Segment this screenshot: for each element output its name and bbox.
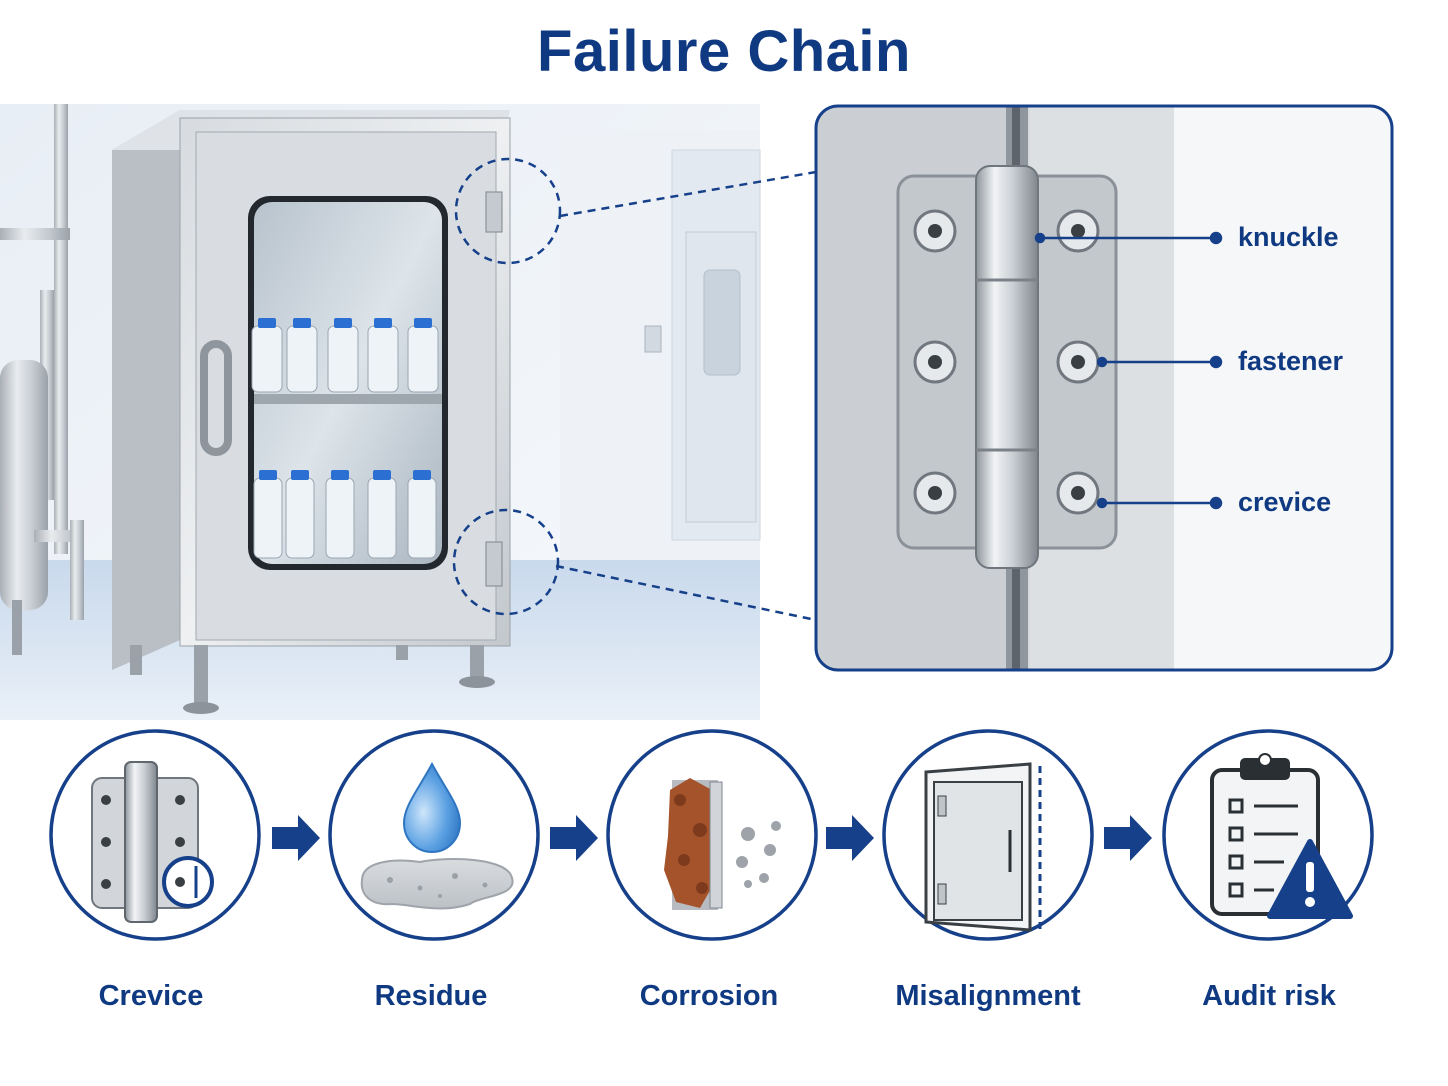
arrow-right-icon [1104,815,1152,861]
step-label-corrosion: Corrosion [639,980,779,1012]
step-label-misalignment: Misalignment [895,980,1081,1012]
vial-row-lower [253,470,437,559]
misaligned-door-icon [924,762,1042,932]
callout-knuckle: knuckle [1238,222,1339,252]
hinge-crevice-icon [91,761,214,923]
callout-crevice: crevice [1238,487,1332,517]
cleanroom-scene [0,104,761,720]
corrosion-icon [664,778,781,910]
arrow-right-icon [550,815,598,861]
page-title: Failure Chain [537,19,911,84]
step-label-crevice: Crevice [98,980,204,1012]
water-drop-residue-icon [360,761,514,910]
zoom-indicators [452,157,817,622]
arrow-right-icon [826,815,874,861]
step-label-audit-risk: Audit risk [1202,980,1336,1012]
callout-fastener: fastener [1238,346,1344,376]
step-label-residue: Residue [374,980,488,1012]
vial-row-upper [251,318,439,393]
flow-arrows [272,815,1152,861]
clipboard-warning-icon [1210,753,1353,919]
arrow-right-icon [272,815,320,861]
hinge-detail-panel [814,104,1394,672]
